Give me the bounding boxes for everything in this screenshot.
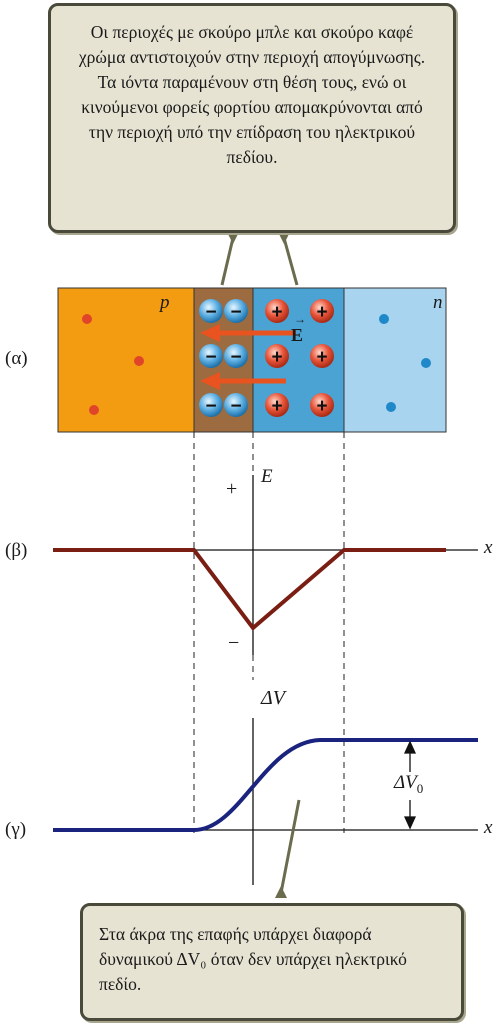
hole-carrier: [82, 314, 92, 324]
field-vector-label: E: [291, 325, 304, 345]
bottom-callout-pointer: [275, 799, 301, 898]
n-region: [343, 287, 447, 433]
positive-ion: [265, 393, 289, 417]
x-axis-label-b: x: [484, 537, 493, 558]
potential-curve: [53, 738, 478, 832]
panel-a-label: (α): [5, 348, 28, 369]
delta-v0-subscript: 0: [416, 780, 424, 796]
negative-ion: [199, 299, 223, 323]
panel-c-label: (γ): [5, 819, 27, 840]
positive-ion: [265, 344, 289, 368]
p-region-label: p: [160, 292, 170, 313]
plus-sign: +: [226, 478, 238, 500]
negative-ion: [224, 393, 248, 417]
hole-carrier: [134, 356, 144, 366]
bottom-callout-text: Στα άκρα της επαφής υπάρχει διαφορά δυνα…: [99, 924, 407, 994]
negative-ion: [199, 344, 223, 368]
svg-text:+: +: [316, 396, 327, 417]
positive-ion: [310, 393, 334, 417]
electron-carrier: [421, 358, 431, 368]
svg-text:−: −: [205, 396, 216, 417]
top-callout-pointers: [220, 232, 299, 286]
svg-text:+: +: [316, 302, 327, 323]
delta-v0-label: ΔV0: [394, 772, 424, 796]
electric-field-arrows: [200, 324, 296, 390]
positive-ion: [310, 344, 334, 368]
svg-text:+: +: [316, 347, 327, 368]
top-callout-text: Οι περιοχές με σκούρο μπλε και σκούρο κα…: [78, 22, 426, 167]
top-callout: Οι περιοχές με σκούρο μπλε και σκούρο κα…: [48, 3, 456, 233]
delta-v0-dimension: [403, 740, 417, 830]
minus-sign: −: [228, 632, 240, 654]
svg-text:−: −: [230, 396, 241, 417]
hole-carrier: [89, 405, 99, 415]
bottom-callout: Στα άκρα της επαφής υπάρχει διαφορά δυνα…: [80, 903, 464, 1021]
x-axis-label-c: x: [484, 817, 493, 838]
electron-carrier: [379, 314, 389, 324]
negative-ions: [199, 299, 248, 417]
free-carriers: [82, 314, 431, 415]
field-curve: [53, 548, 446, 631]
positive-ion: [265, 299, 289, 323]
positive-ions: [265, 299, 334, 417]
panel-b-axes: [53, 475, 478, 655]
negative-ion: [224, 299, 248, 323]
e-axis-label: E: [261, 466, 273, 487]
svg-text:−: −: [230, 347, 241, 368]
negative-ion: [199, 393, 223, 417]
negative-ion: [224, 344, 248, 368]
panel-c-axes: [53, 718, 478, 885]
panel-b-label: (β): [5, 540, 28, 561]
electron-carrier: [386, 402, 396, 412]
ion-signs: − − − − − − + + + + + +: [205, 302, 327, 417]
n-region-label: n: [433, 292, 443, 313]
dashed-guides: [193, 432, 345, 833]
svg-text:+: +: [271, 302, 282, 323]
svg-text:−: −: [205, 302, 216, 323]
svg-text:+: +: [271, 347, 282, 368]
p-region: [57, 287, 195, 433]
delta-v-axis-label: ΔV: [261, 687, 285, 709]
positive-ion: [310, 299, 334, 323]
svg-text:−: −: [230, 302, 241, 323]
svg-text:−: −: [205, 347, 216, 368]
svg-text:+: +: [271, 396, 282, 417]
field-vector-arrow: →: [294, 312, 306, 326]
